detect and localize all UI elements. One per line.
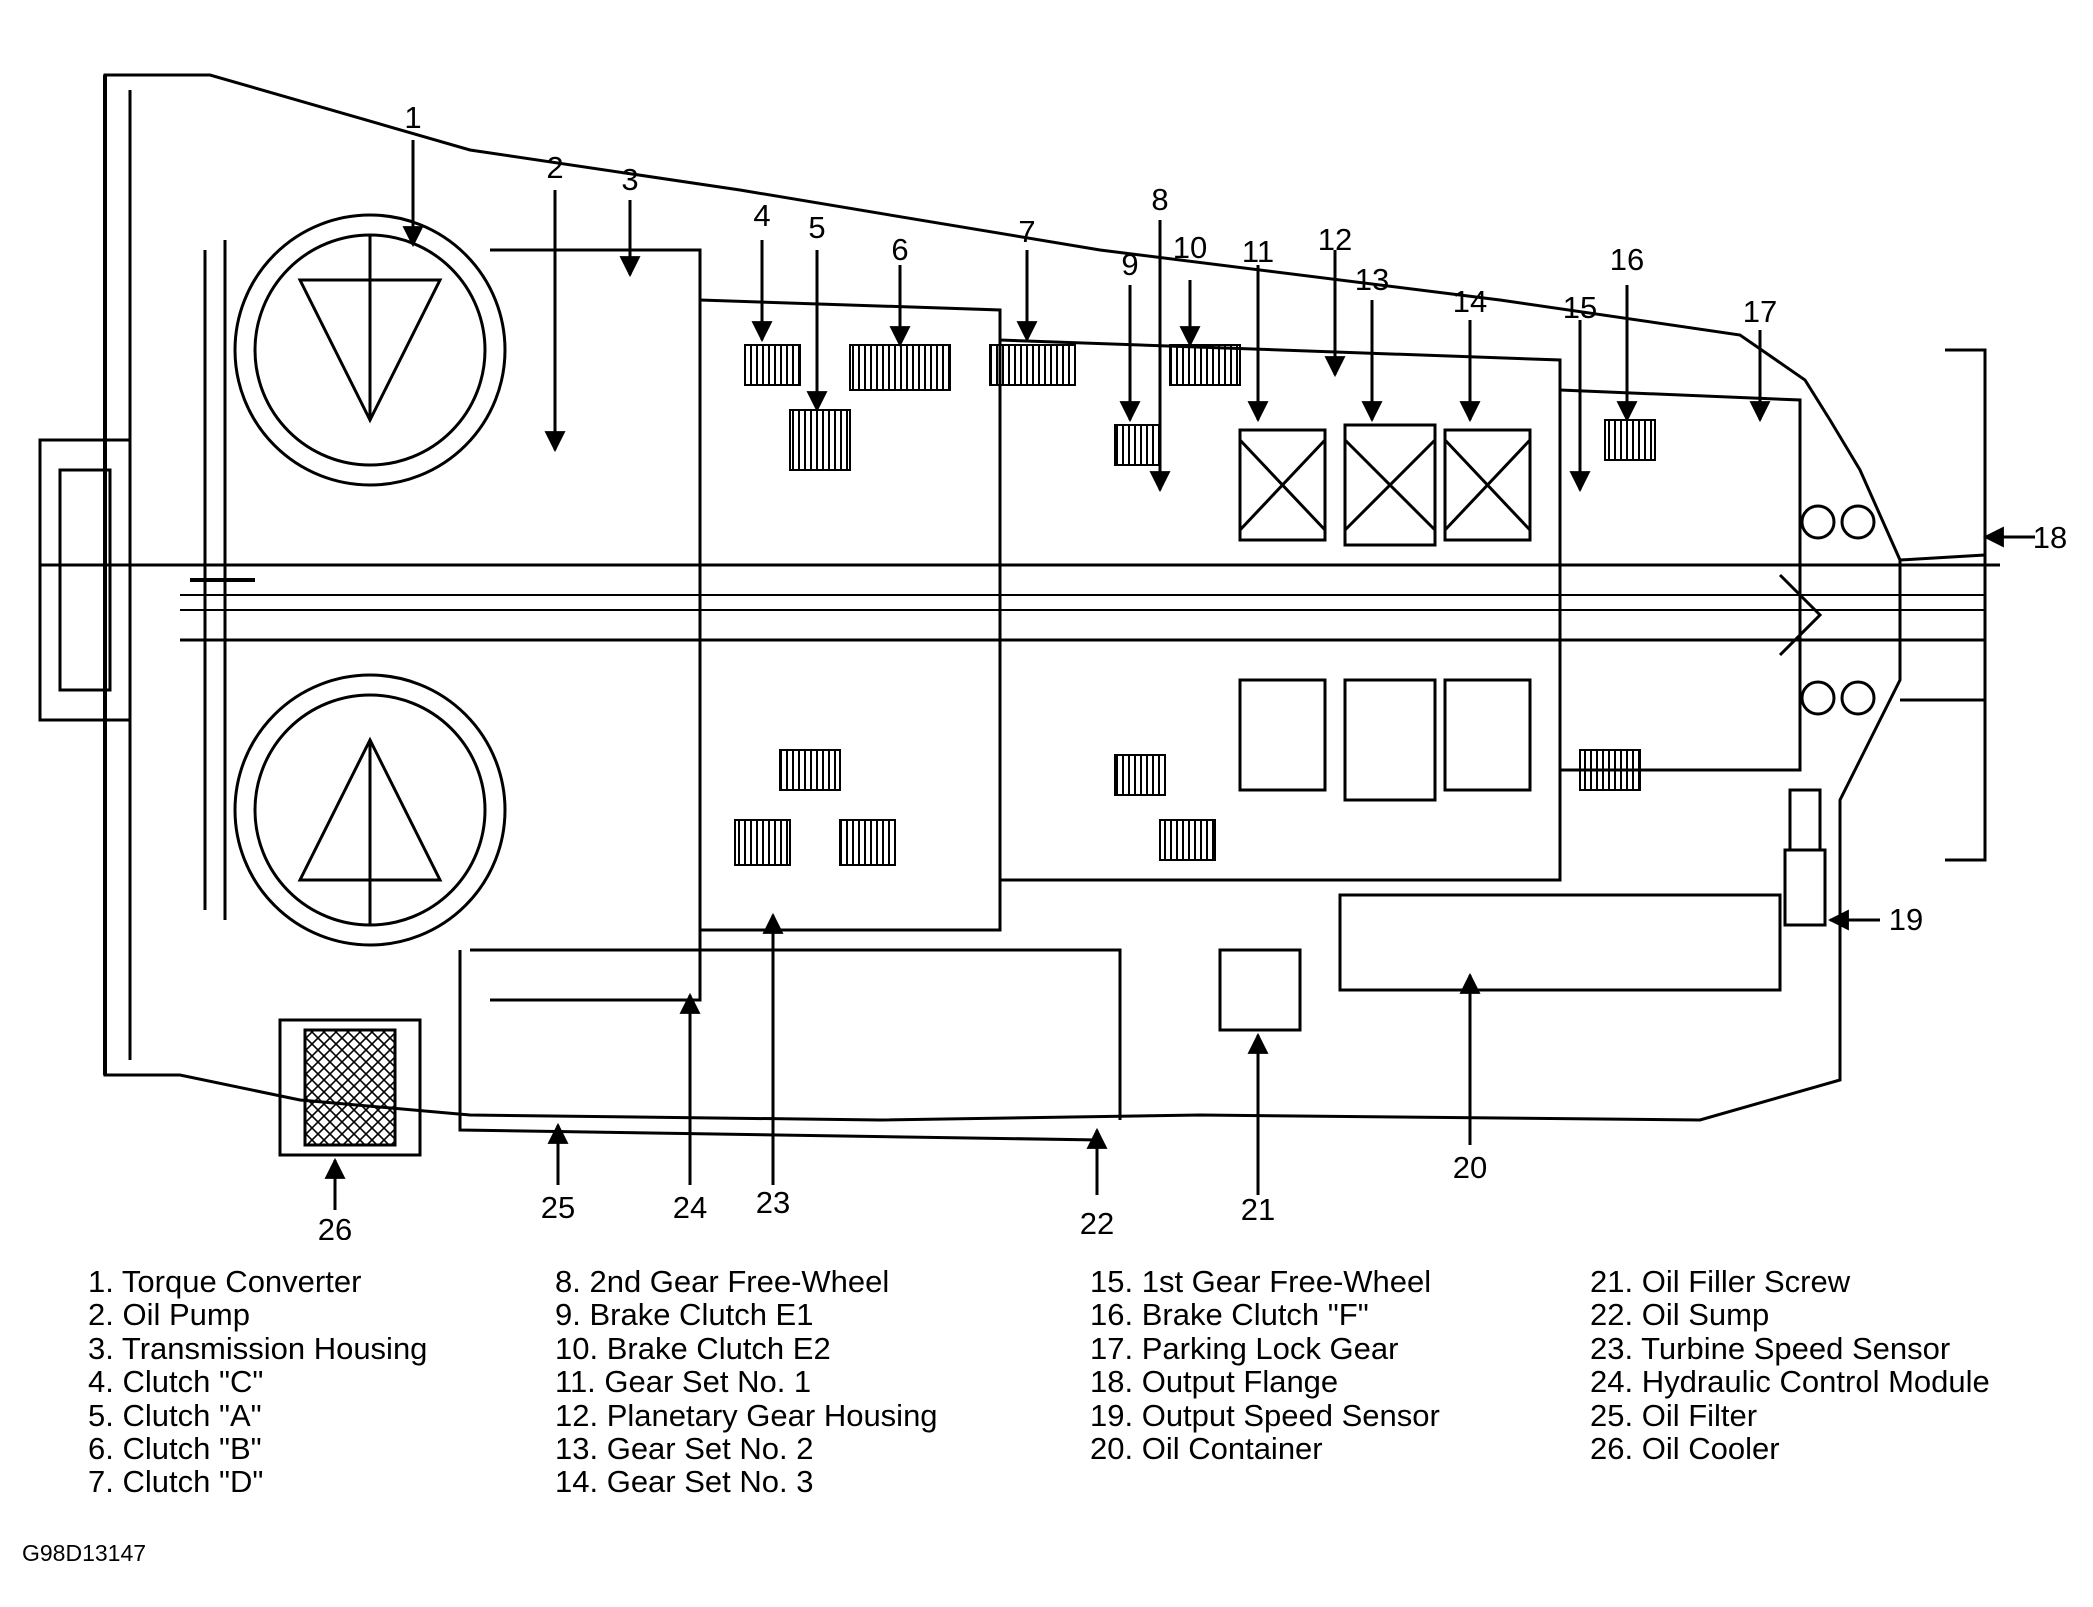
callout-4: 4	[753, 198, 770, 233]
legend-item: 24. Hydraulic Control Module	[1590, 1364, 1990, 1400]
callout-21: 21	[1241, 1192, 1275, 1227]
planetary-gear-sets	[1238, 423, 1532, 802]
callout-25: 25	[541, 1190, 575, 1225]
callout-5: 5	[808, 210, 825, 245]
legend-column-2: 8. 2nd Gear Free-Wheel 9. Brake Clutch E…	[555, 1265, 938, 1499]
main-shaft	[38, 438, 2000, 722]
callout-numbers: 1 2 3 4 5 6 7 8 9 10 11 12 13 14 15 16 1…	[318, 100, 2067, 1240]
torque-converter	[190, 213, 507, 947]
legend-item: 4. Clutch "C"	[88, 1364, 264, 1400]
figure-code: G98D13147	[22, 1540, 147, 1566]
callout-14: 14	[1453, 284, 1487, 319]
legend-item: 8. 2nd Gear Free-Wheel	[555, 1264, 890, 1299]
callout-8: 8	[1151, 182, 1168, 217]
legend-item: 10. Brake Clutch E2	[555, 1330, 831, 1366]
legend-item: 17. Parking Lock Gear	[1090, 1330, 1399, 1366]
legend-item: 6. Clutch "B"	[88, 1431, 262, 1467]
oil-cooler	[278, 1018, 422, 1157]
callout-1: 1	[404, 100, 421, 135]
legend-item: 20. Oil Container	[1090, 1431, 1323, 1467]
legend-item: 23. Turbine Speed Sensor	[1590, 1330, 1951, 1366]
legend-column-3: 15. 1st Gear Free-Wheel 16. Brake Clutch…	[1090, 1264, 1440, 1467]
callout-16: 16	[1610, 242, 1644, 277]
legend: 1. Torque Converter 2. Oil Pump 3. Trans…	[0, 1265, 2093, 1505]
legend-item: 16. Brake Clutch "F"	[1090, 1297, 1369, 1333]
callout-17: 17	[1743, 294, 1777, 329]
legend-column-4: 21. Oil Filler Screw 22. Oil Sump 23. Tu…	[1590, 1264, 1990, 1467]
bearings	[1800, 504, 1876, 716]
callout-18: 18	[2033, 520, 2067, 555]
callout-23: 23	[756, 1185, 790, 1220]
callout-22: 22	[1080, 1206, 1114, 1240]
legend-item: 22. Oil Sump	[1590, 1297, 1770, 1333]
legend-item: 7. Clutch "D"	[88, 1464, 264, 1500]
legend-item: 5. Clutch "A"	[88, 1397, 262, 1433]
legend-item: 21. Oil Filler Screw	[1590, 1264, 1851, 1299]
callout-leader-lines	[324, 140, 2035, 1210]
legend-item: 15. 1st Gear Free-Wheel	[1090, 1264, 1432, 1299]
transmission-housing-outline	[103, 73, 1987, 1142]
callout-19: 19	[1889, 902, 1923, 937]
legend-item: 11. Gear Set No. 1	[555, 1364, 812, 1400]
callout-12: 12	[1318, 222, 1352, 257]
callout-6: 6	[891, 232, 908, 267]
callout-24: 24	[673, 1190, 707, 1225]
callout-11: 11	[1242, 234, 1274, 269]
callout-3: 3	[621, 162, 638, 197]
callout-7: 7	[1018, 214, 1035, 249]
callout-20: 20	[1453, 1150, 1487, 1185]
legend-item: 18. Output Flange	[1090, 1364, 1339, 1400]
legend-item: 13. Gear Set No. 2	[555, 1431, 814, 1467]
callout-26: 26	[318, 1212, 352, 1240]
output-speed-sensor	[1783, 788, 1827, 927]
legend-item: 2. Oil Pump	[88, 1297, 250, 1333]
legend-column-1: 1. Torque Converter 2. Oil Pump 3. Trans…	[88, 1265, 427, 1499]
legend-item: 19. Output Speed Sensor	[1090, 1397, 1440, 1433]
callout-15: 15	[1563, 290, 1597, 325]
callout-2: 2	[546, 150, 563, 185]
clutch-packs	[734, 344, 1656, 866]
legend-item: 1. Torque Converter	[88, 1264, 362, 1299]
legend-item: 14. Gear Set No. 3	[555, 1464, 814, 1500]
legend-item: 3. Transmission Housing	[88, 1330, 428, 1366]
transmission-cutaway-diagram: 1 2 3 4 5 6 7 8 9 10 11 12 13 14 15 16 1…	[38, 73, 2067, 1240]
legend-item: 25. Oil Filter	[1590, 1397, 1758, 1433]
callout-10: 10	[1173, 230, 1207, 265]
callout-9: 9	[1121, 247, 1138, 282]
callout-13: 13	[1355, 262, 1389, 297]
legend-item: 12. Planetary Gear Housing	[555, 1397, 938, 1433]
legend-item: 26. Oil Cooler	[1590, 1431, 1780, 1467]
legend-item: 9. Brake Clutch E1	[555, 1297, 814, 1333]
